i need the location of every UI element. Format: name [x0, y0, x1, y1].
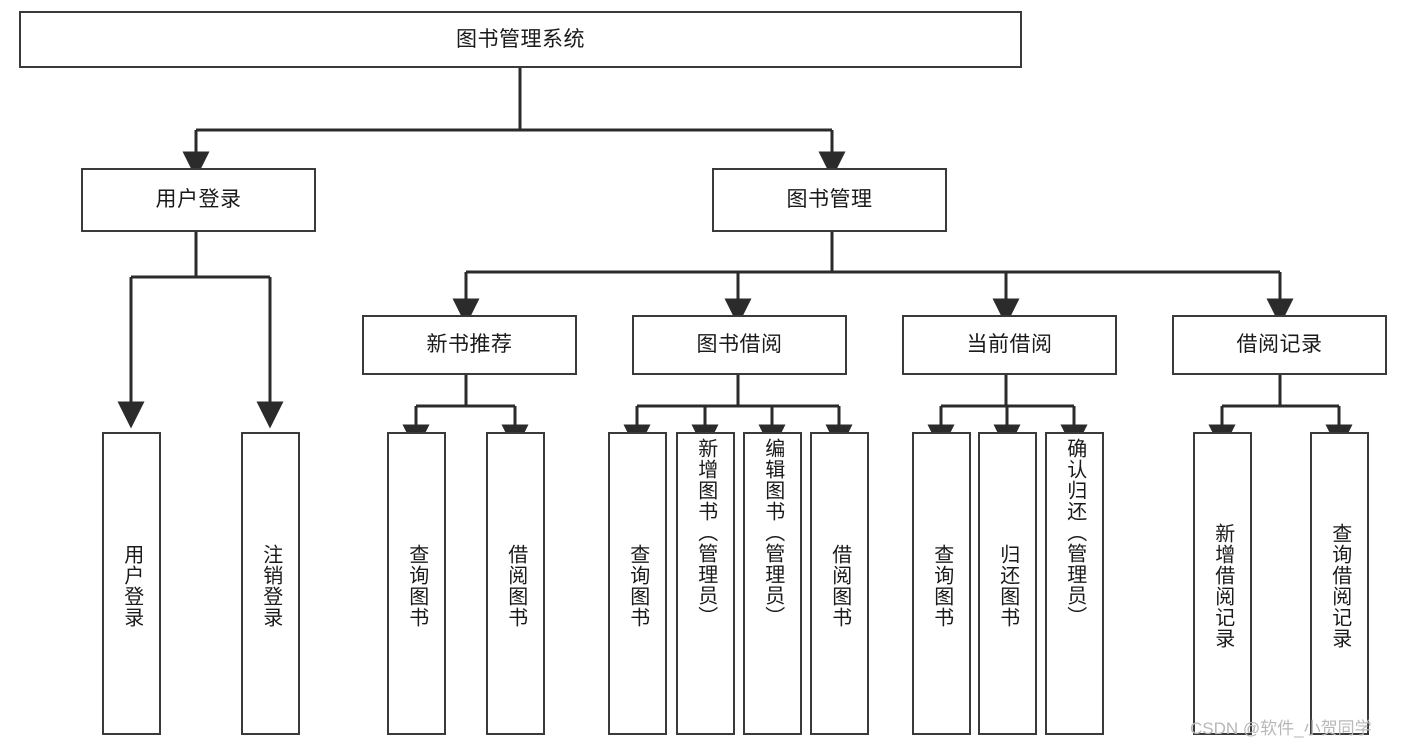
leaf-new-book-query[interactable]: 查询图书: [387, 432, 446, 735]
leaf-text-wrap: 借阅图书: [812, 438, 867, 733]
node-label: 查询借阅记录: [1328, 522, 1351, 649]
node-label: 图书管理: [786, 188, 873, 212]
node-label: 图书借阅: [696, 333, 783, 357]
leaf-current-borrow-return[interactable]: 归还图书: [978, 432, 1037, 735]
node-user-login[interactable]: 用户登录: [81, 168, 316, 232]
node-label: 查询图书: [930, 543, 953, 628]
node-label: 借阅图书: [828, 543, 851, 628]
leaf-text-wrap: 新增图书（管理员）: [678, 438, 733, 733]
node-label: 用户登录: [120, 543, 143, 628]
leaf-borrow-record-query[interactable]: 查询借阅记录: [1310, 432, 1369, 735]
leaf-borrow-record-add[interactable]: 新增借阅记录: [1193, 432, 1252, 735]
node-label: 新增图书（管理员）: [694, 438, 717, 627]
leaf-new-book-borrow[interactable]: 借阅图书: [486, 432, 545, 735]
node-label: 查询图书: [405, 543, 428, 628]
leaf-current-borrow-confirm-return[interactable]: 确认归还（管理员）: [1045, 432, 1104, 735]
node-label: 确认归还（管理员）: [1063, 438, 1086, 627]
leaf-text-wrap: 查询图书: [610, 438, 665, 733]
leaf-text-wrap: 新增借阅记录: [1195, 438, 1250, 733]
leaf-book-borrow-borrow[interactable]: 借阅图书: [810, 432, 869, 735]
leaf-book-borrow-query[interactable]: 查询图书: [608, 432, 667, 735]
node-label: 新书推荐: [426, 333, 513, 357]
node-label: 借阅图书: [504, 543, 527, 628]
leaf-user-login-signout[interactable]: 注销登录: [241, 432, 300, 735]
leaf-text-wrap: 确认归还（管理员）: [1047, 438, 1102, 733]
leaf-text-wrap: 借阅图书: [488, 438, 543, 733]
node-label: 注销登录: [259, 543, 282, 628]
node-label: 当前借阅: [966, 333, 1053, 357]
node-label: 归还图书: [996, 543, 1019, 628]
leaf-text-wrap: 编辑图书（管理员）: [745, 438, 800, 733]
node-current-borrow[interactable]: 当前借阅: [902, 315, 1117, 375]
leaf-user-login-signin[interactable]: 用户登录: [102, 432, 161, 735]
node-new-book-recommend[interactable]: 新书推荐: [362, 315, 577, 375]
node-book-management[interactable]: 图书管理: [712, 168, 947, 232]
leaf-text-wrap: 注销登录: [243, 438, 298, 733]
node-label: 图书管理系统: [456, 27, 585, 51]
leaf-text-wrap: 归还图书: [980, 438, 1035, 733]
node-book-borrow[interactable]: 图书借阅: [632, 315, 847, 375]
leaf-text-wrap: 用户登录: [104, 438, 159, 733]
node-label: 编辑图书（管理员）: [761, 438, 784, 627]
node-label: 查询图书: [626, 543, 649, 628]
node-book-management-system[interactable]: 图书管理系统: [19, 11, 1022, 68]
leaf-text-wrap: 查询图书: [914, 438, 969, 733]
node-label: 新增借阅记录: [1211, 522, 1234, 649]
node-borrow-record[interactable]: 借阅记录: [1172, 315, 1387, 375]
leaf-current-borrow-query[interactable]: 查询图书: [912, 432, 971, 735]
leaf-book-borrow-edit[interactable]: 编辑图书（管理员）: [743, 432, 802, 735]
node-label: 借阅记录: [1236, 333, 1323, 357]
leaf-book-borrow-add[interactable]: 新增图书（管理员）: [676, 432, 735, 735]
node-label: 用户登录: [155, 188, 242, 212]
leaf-text-wrap: 查询图书: [389, 438, 444, 733]
leaf-text-wrap: 查询借阅记录: [1312, 438, 1367, 733]
